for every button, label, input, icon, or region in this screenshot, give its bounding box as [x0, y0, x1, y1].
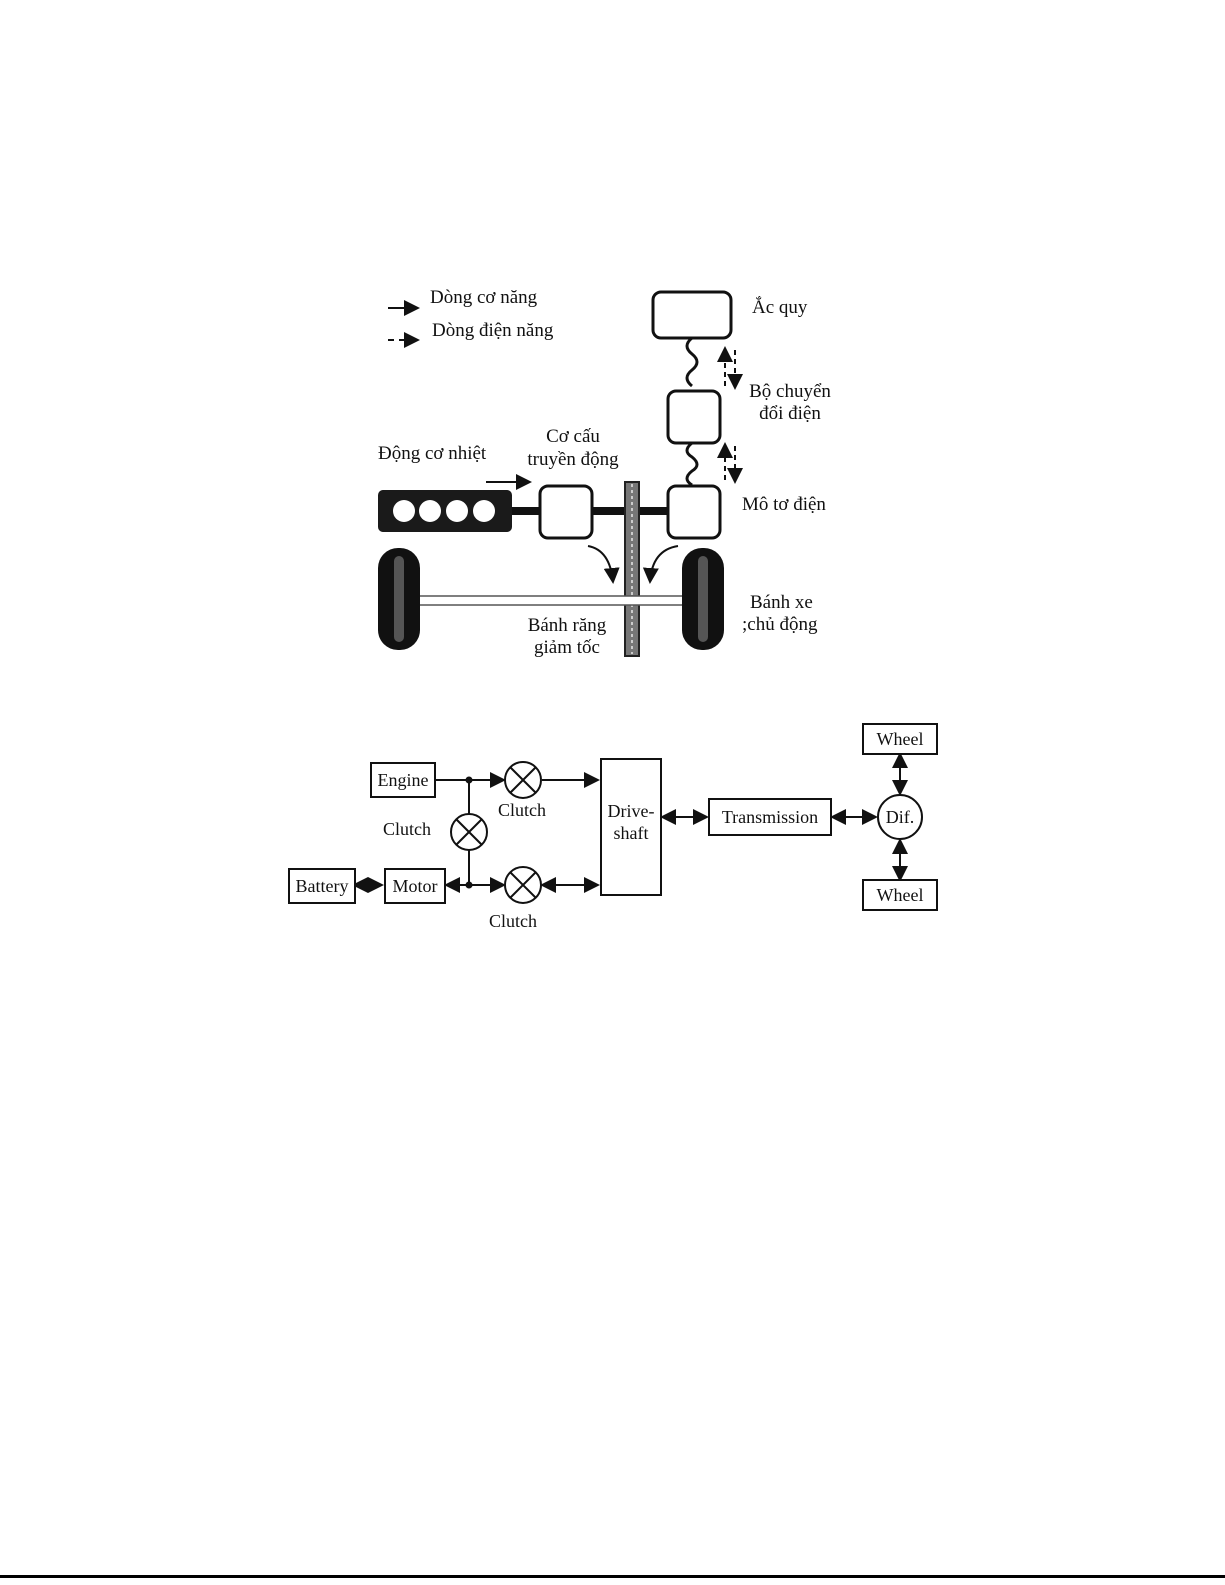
transmission-label-line1: Cơ cấu [516, 426, 630, 448]
cable-battery-converter [687, 338, 697, 386]
driveshaft-label-line1: Drive- [602, 800, 660, 822]
dif-label: Dif. [878, 807, 922, 827]
curved-arrow-right [650, 546, 678, 582]
converter-label-line1: Bộ chuyển [742, 381, 838, 403]
right-wheel [682, 548, 724, 650]
motor-block [668, 486, 720, 538]
converter-label-line2: đổi điện [742, 403, 838, 425]
wheel-label-line2: ;chủ động [742, 614, 817, 636]
gear-label-line1: Bánh răng [512, 615, 622, 637]
clutch-bottom-symbol [505, 867, 541, 903]
legend-electrical-label: Dòng điện năng [432, 320, 553, 342]
transmission-block [540, 486, 592, 538]
driveshaft-box: Drive- shaft [600, 758, 662, 896]
motor-label: Mô tơ điện [742, 494, 826, 516]
parallel-hybrid-block-diagram: Engine Drive- shaft Transmission Wheel W… [282, 712, 962, 944]
engine-label: Động cơ nhiệt [378, 443, 486, 465]
engine-box: Engine [370, 762, 436, 798]
shaft-gear-motor [638, 507, 668, 515]
legend-mechanical-label: Dòng cơ năng [430, 287, 537, 309]
gear-label-line2: giảm tốc [512, 637, 622, 659]
clutch-middle-label: Clutch [383, 819, 431, 839]
hybrid-drivetrain-figure: Dòng cơ năng Dòng điện năng Ắc quy Bộ ch… [360, 278, 860, 668]
electric-flow-arrows-lower [725, 444, 735, 482]
battery-label: Ắc quy [752, 297, 807, 319]
battery-block [653, 292, 731, 338]
electric-flow-arrows-upper [725, 348, 735, 388]
axle [416, 596, 694, 605]
converter-block [668, 391, 720, 443]
battery-box: Battery [288, 868, 356, 904]
clutch-top-label: Clutch [498, 800, 546, 820]
driveshaft-label-line2: shaft [602, 822, 660, 844]
cable-converter-motor [687, 443, 697, 485]
shaft-engine-transmission [512, 507, 542, 515]
wheel-bottom-box: Wheel [862, 879, 938, 911]
shaft-transmission-gear [592, 507, 628, 515]
clutch-bottom-label: Clutch [489, 911, 537, 931]
clutch-top-symbol [505, 762, 541, 798]
transmission-label-line2: truyền động [516, 449, 630, 471]
left-wheel [378, 548, 420, 650]
wheel-label-line1: Bánh xe [750, 592, 813, 614]
motor-box: Motor [384, 868, 446, 904]
wheel-top-box: Wheel [862, 723, 938, 755]
curved-arrow-left [588, 546, 613, 582]
clutch-middle-symbol [451, 814, 487, 850]
page-bottom-rule [0, 1575, 1225, 1578]
transmission-box: Transmission [708, 798, 832, 836]
